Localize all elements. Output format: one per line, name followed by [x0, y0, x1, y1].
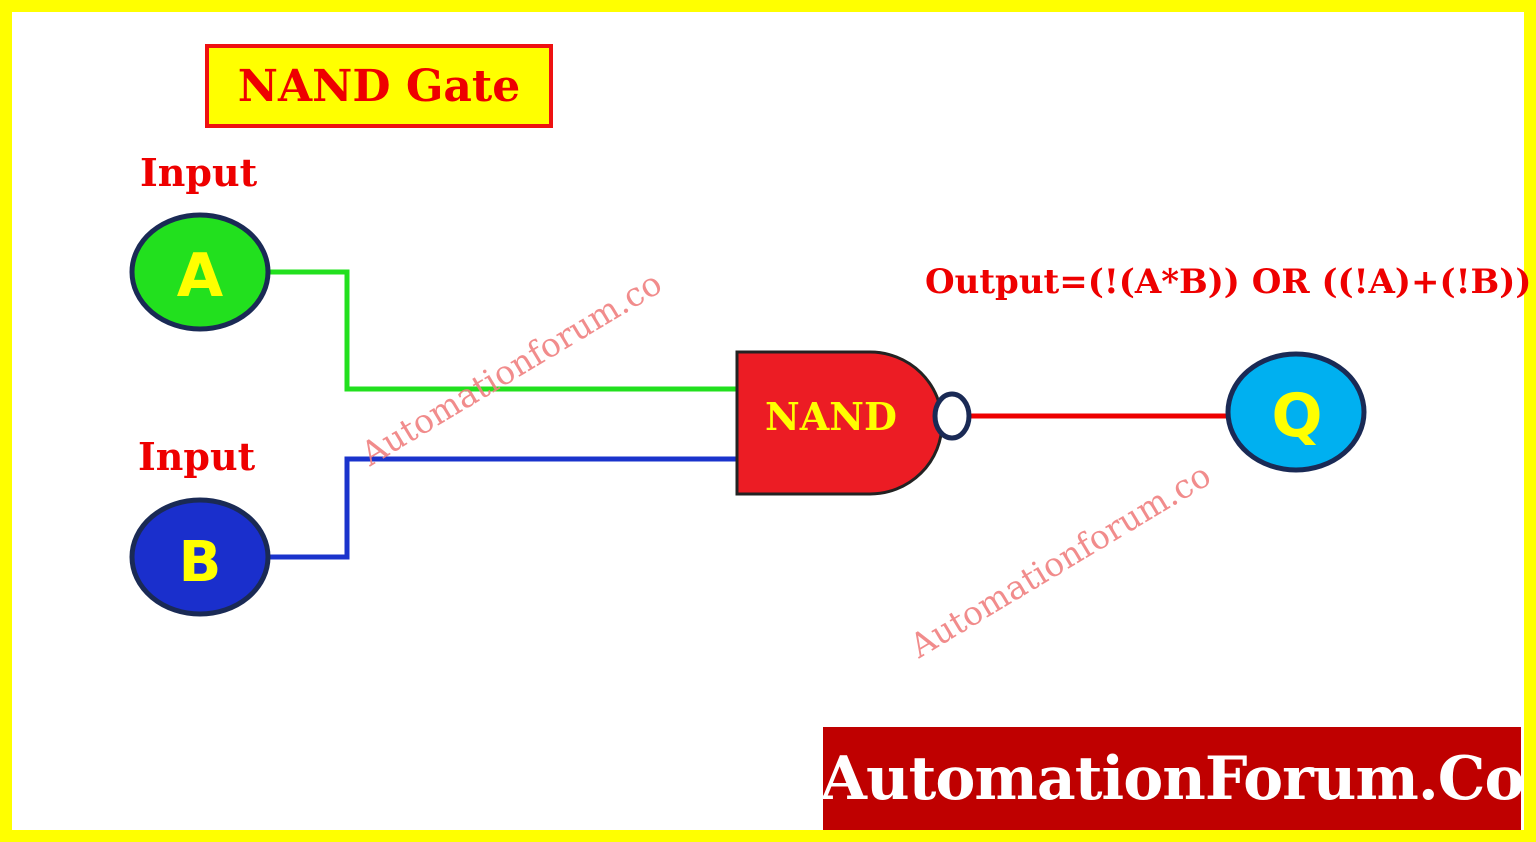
output-expression: Output=(!(A*B)) OR ((!A)+(!B)): [925, 262, 1532, 302]
input-a-caption: Input: [140, 150, 258, 195]
input-a-node: [129, 212, 271, 332]
diagram-title: NAND Gate: [205, 44, 553, 128]
wire-input-a: [215, 269, 738, 392]
inversion-bubble: [932, 391, 972, 441]
output-q-node: [1225, 351, 1367, 473]
wire-input-b: [268, 456, 738, 560]
input-a-letter: A: [177, 241, 224, 311]
gate-label: NAND: [765, 394, 897, 439]
input-b-caption: Input: [138, 434, 256, 479]
output-q-letter: Q: [1271, 381, 1322, 451]
brand-banner: AutomationForum.Co: [820, 727, 1525, 830]
input-b-letter: B: [179, 530, 222, 595]
input-b-node: [129, 497, 271, 617]
